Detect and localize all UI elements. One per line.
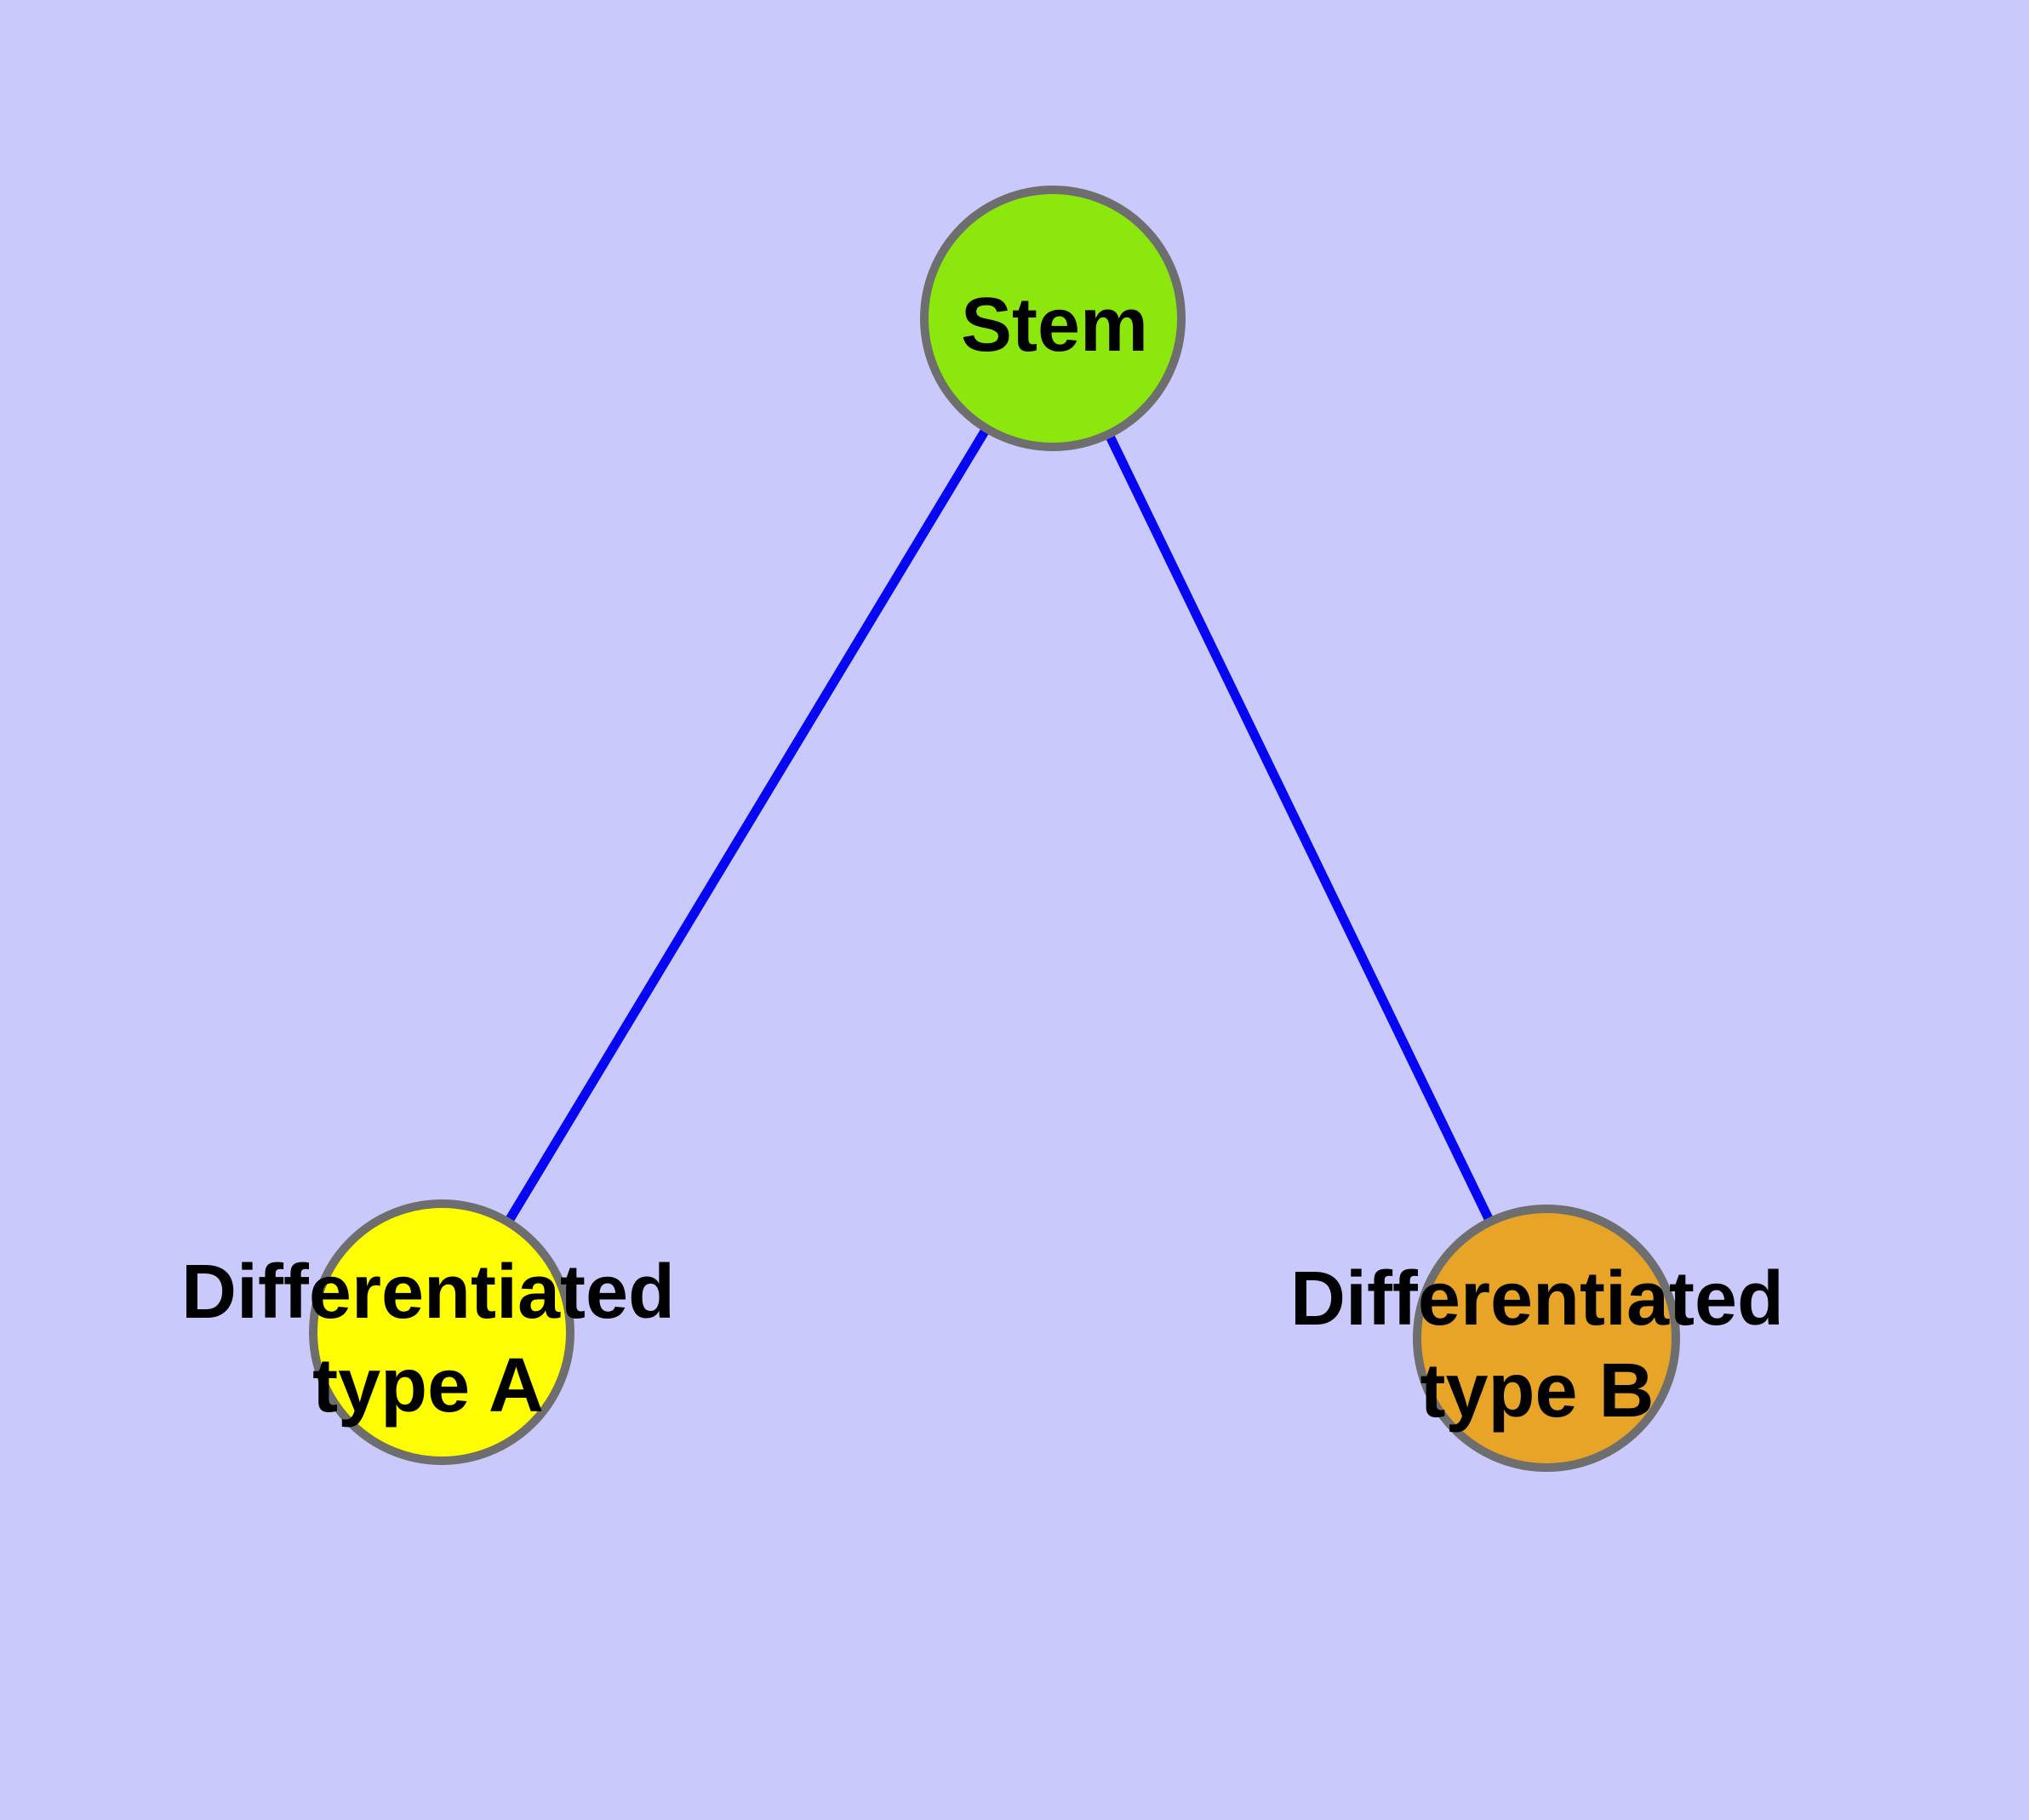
node-type-a-label-line1: Differentiated [181, 1250, 675, 1335]
node-type-b-circle [1413, 1205, 1680, 1472]
edge-stem-to-type-b [1049, 316, 1551, 1341]
node-stem-circle [920, 186, 1186, 451]
node-type-b-label-line2: type B [1420, 1348, 1654, 1434]
node-type-a-circle [309, 1199, 574, 1465]
node-type-b-label-line1: Differentiated [1290, 1256, 1784, 1342]
node-stem-label: Stem [961, 283, 1148, 368]
edge-stem-to-type-a [437, 316, 1057, 1335]
node-type-a-label-line2: type A [312, 1343, 544, 1428]
